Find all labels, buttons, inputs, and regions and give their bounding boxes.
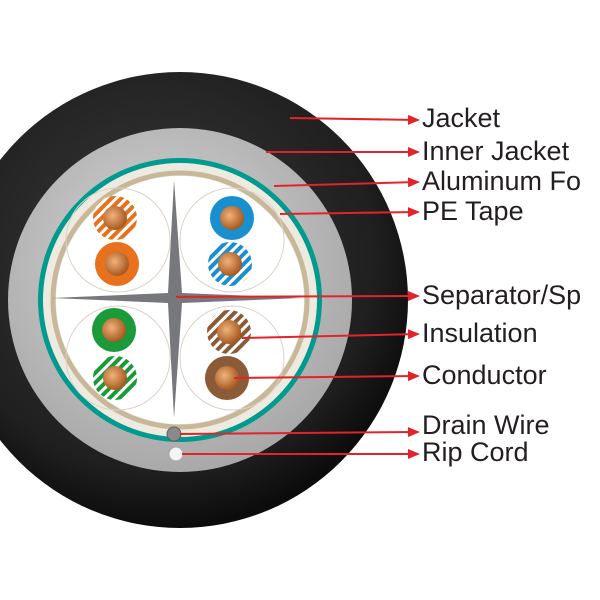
- callout-line-conductor: [233, 371, 420, 382]
- label-separator: Separator/Sp: [422, 280, 582, 310]
- label-aluminum-foil: Aluminum Fo: [422, 166, 582, 196]
- green-wire-conductor: [102, 318, 126, 342]
- callout-line-drain-wire: [179, 427, 420, 438]
- pair-circle-bottom-left: [65, 305, 171, 411]
- brown-pair: [205, 310, 251, 400]
- blue-white-wire-conductor: [218, 252, 242, 276]
- rip-cord: [168, 446, 184, 462]
- label-conductor: Conductor: [422, 360, 547, 390]
- callout-lines: [175, 114, 420, 459]
- pair-circle-top-right: [179, 187, 285, 293]
- orange-white-wire-conductor: [103, 206, 127, 230]
- label-pe-tape: PE Tape: [422, 196, 524, 226]
- drain-wire: [166, 426, 182, 442]
- green-white-wire-conductor: [103, 366, 127, 390]
- binder-ring: [50, 170, 310, 430]
- green-pair: [92, 308, 137, 400]
- label-insulation: Insulation: [422, 318, 538, 348]
- callout-line-aluminum-foil: [273, 177, 420, 188]
- label-drain-wire: Drain Wire: [422, 410, 550, 440]
- callout-line-jacket: [289, 114, 420, 125]
- orange-pair: [93, 196, 139, 286]
- pair-circle-top-left: [65, 187, 171, 293]
- label-rip-cord: Rip Cord: [422, 437, 529, 467]
- callout-line-insulation: [241, 329, 420, 340]
- pair-circle-bottom-right: [179, 305, 285, 411]
- brown-white-wire-conductor: [217, 320, 241, 344]
- orange-wire-conductor: [105, 252, 129, 276]
- brown-wire-conductor: [215, 366, 239, 390]
- blue-pair: [208, 196, 254, 286]
- label-inner-jacket: Inner Jacket: [422, 136, 570, 166]
- separator-spline: [52, 180, 302, 418]
- label-jacket: Jacket: [422, 103, 501, 133]
- callout-line-separator: [175, 291, 420, 302]
- callout-line-pe-tape: [279, 207, 420, 218]
- blue-wire-conductor: [220, 206, 244, 230]
